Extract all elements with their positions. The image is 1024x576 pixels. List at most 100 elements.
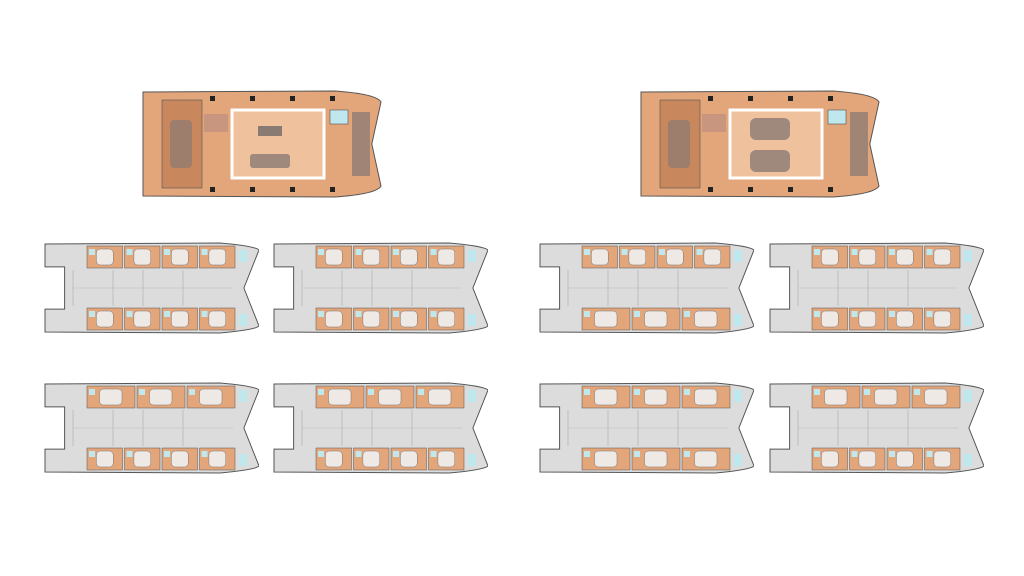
lower-deck-plan [539, 382, 754, 474]
dining-settee [750, 118, 790, 140]
deck-hatch [210, 96, 215, 101]
forepeak [468, 390, 476, 402]
head-fixture [430, 249, 437, 255]
head-fixture [393, 311, 399, 317]
berth [437, 450, 455, 468]
berth [594, 388, 618, 406]
forepeak [239, 390, 247, 402]
lower-deck-plan [539, 242, 754, 334]
helm-station [204, 114, 228, 132]
head-fixture [164, 311, 170, 317]
berth [896, 310, 914, 328]
head-fixture [814, 249, 820, 255]
berth [400, 248, 418, 266]
head-fixture [659, 249, 665, 255]
saloon [230, 108, 326, 180]
deck-hatch [788, 96, 793, 101]
forepeak [964, 314, 972, 326]
head-fixture [393, 249, 399, 255]
forward-jacuzzi [827, 109, 847, 125]
berth [199, 388, 223, 406]
berth [378, 388, 402, 406]
head-fixture [696, 249, 703, 255]
forepeak [468, 250, 476, 262]
deck-hatch [828, 187, 833, 192]
head-fixture [189, 389, 195, 395]
deck-hatch [788, 187, 793, 192]
berth [824, 388, 848, 406]
berth [858, 248, 876, 266]
deck-hatch [210, 187, 215, 192]
head-fixture [355, 249, 362, 255]
head-fixture [318, 311, 324, 317]
lower-deck-plan [273, 382, 488, 474]
berth [437, 248, 455, 266]
berth [644, 450, 668, 468]
head-fixture [201, 311, 208, 317]
head-fixture [430, 311, 437, 317]
head-fixture [634, 389, 640, 395]
berth [896, 248, 914, 266]
head-fixture [926, 311, 933, 317]
deck-hatch [708, 187, 713, 192]
head-fixture [89, 311, 95, 317]
lower-deck-plan [769, 242, 984, 334]
head-fixture [318, 389, 324, 395]
deck-hatch [708, 96, 713, 101]
forepeak [734, 390, 742, 402]
head-fixture [584, 389, 590, 395]
head-fixture [201, 249, 208, 255]
berth [694, 310, 718, 328]
berth [666, 248, 684, 266]
forepeak [734, 454, 742, 466]
head-fixture [89, 451, 95, 457]
forepeak [239, 454, 247, 466]
berth [362, 248, 380, 266]
head-fixture [355, 311, 362, 317]
berth [96, 450, 114, 468]
head-fixture [164, 451, 170, 457]
head-fixture [851, 249, 858, 255]
deck-hatch [290, 187, 295, 192]
berth [628, 248, 646, 266]
head-fixture [851, 451, 858, 457]
head-fixture [89, 389, 95, 395]
head-fixture [634, 451, 640, 457]
deck-hatch [828, 96, 833, 101]
forepeak [239, 314, 247, 326]
head-fixture [164, 249, 170, 255]
deck-hatch [330, 96, 335, 101]
forepeak [468, 314, 476, 326]
head-fixture [584, 249, 590, 255]
forepeak [964, 390, 972, 402]
head-fixture [318, 451, 324, 457]
deck-hatch [748, 96, 753, 101]
head-fixture [621, 249, 628, 255]
berth [821, 310, 839, 328]
lower-deck-plan [769, 382, 984, 474]
head-fixture [139, 389, 145, 395]
head-fixture [355, 451, 362, 457]
head-fixture [814, 389, 820, 395]
head-fixture [889, 249, 895, 255]
forward-jacuzzi [329, 109, 349, 125]
head-fixture [393, 451, 399, 457]
head-fixture [889, 451, 895, 457]
head-fixture [684, 451, 690, 457]
head-fixture [368, 389, 374, 395]
deck-hatch [250, 187, 255, 192]
berth [325, 248, 343, 266]
berth [437, 310, 455, 328]
berth [133, 310, 151, 328]
lower-deck-plan [44, 242, 259, 334]
berth [208, 310, 226, 328]
berth [896, 450, 914, 468]
main-deck-plan [640, 90, 880, 198]
berth [133, 450, 151, 468]
head-fixture [584, 451, 590, 457]
berth [96, 310, 114, 328]
deck-hatch [290, 96, 295, 101]
head-fixture [89, 249, 95, 255]
berth [208, 248, 226, 266]
forepeak [468, 454, 476, 466]
